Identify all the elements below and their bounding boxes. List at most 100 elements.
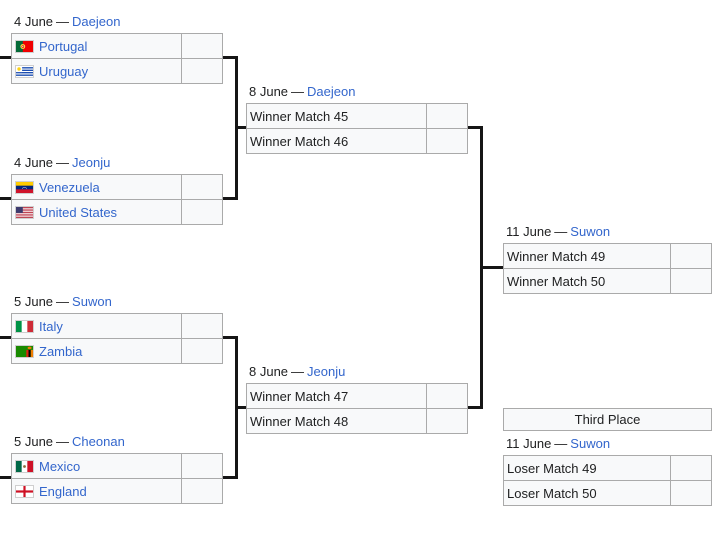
score-cell: [181, 338, 223, 364]
venue-link-suwon[interactable]: Suwon: [570, 224, 611, 239]
connector-line: [0, 336, 11, 339]
team-row: Venezuela: [11, 174, 223, 200]
score-cell: [670, 268, 712, 294]
venue-link-jeonju[interactable]: Jeonju: [72, 155, 111, 170]
connector-line: [0, 476, 11, 479]
connector-line: [235, 406, 246, 409]
match-date: 8 June: [249, 84, 289, 99]
date-venue-separator: —: [554, 224, 568, 239]
team-row: Winner Match 46: [246, 128, 468, 154]
venue-link-cheonan[interactable]: Cheonan: [72, 434, 125, 449]
placeholder-team: Winner Match 50: [507, 273, 606, 289]
placeholder-team: Winner Match 49: [507, 248, 606, 264]
team-link-venezuela[interactable]: Venezuela: [39, 179, 100, 195]
team-cell: England: [11, 478, 182, 504]
team-row: England: [11, 478, 223, 504]
match-date: 8 June: [249, 364, 289, 379]
connector-line: [480, 266, 503, 269]
team-cell: Uruguay: [11, 58, 182, 84]
connector-line: [223, 476, 238, 479]
team-cell: Winner Match 47: [246, 383, 427, 409]
zambia-flag-icon: [16, 345, 33, 357]
team-row: Italy: [11, 313, 223, 339]
team-row: Winner Match 49: [503, 243, 712, 269]
team-row: Loser Match 50: [503, 480, 712, 506]
date-venue-separator: —: [56, 14, 70, 29]
match-date-venue: 11 June—Suwon: [503, 224, 712, 243]
team-link-zambia[interactable]: Zambia: [39, 343, 83, 359]
score-cell: [181, 174, 223, 200]
match-date-venue: 8 June—Daejeon: [246, 84, 468, 103]
team-row: Uruguay: [11, 58, 223, 84]
score-cell: [426, 103, 468, 129]
match-quarterfinal-1: 4 June—Daejeon Portugal Uruguay: [11, 14, 223, 84]
match-semifinal-2: 8 June—Jeonju Winner Match 47 Winner Mat…: [246, 364, 468, 434]
connector-line: [223, 197, 238, 200]
match-semifinal-1: 8 June—Daejeon Winner Match 45 Winner Ma…: [246, 84, 468, 154]
team-link-portugal[interactable]: Portugal: [39, 38, 88, 54]
connector-line: [223, 56, 238, 59]
match-table: Mexico England: [11, 453, 223, 504]
venue-link-suwon[interactable]: Suwon: [72, 294, 112, 309]
team-link-mexico[interactable]: Mexico: [39, 458, 81, 474]
team-row: Portugal: [11, 33, 223, 59]
team-link-england[interactable]: England: [39, 483, 87, 499]
match-date: 5 June: [14, 294, 54, 309]
match-date-venue: 11 June—Suwon: [503, 436, 712, 455]
score-cell: [181, 478, 223, 504]
score-cell: [181, 199, 223, 225]
team-link-united-states[interactable]: United States: [39, 204, 118, 220]
team-cell: Winner Match 48: [246, 408, 427, 434]
team-cell: Winner Match 45: [246, 103, 427, 129]
match-final: 11 June—Suwon Winner Match 49 Winner Mat…: [503, 224, 712, 294]
team-row: United States: [11, 199, 223, 225]
match-table: Winner Match 47 Winner Match 48: [246, 383, 468, 434]
date-venue-separator: —: [56, 434, 70, 449]
team-row: Winner Match 45: [246, 103, 468, 129]
score-cell: [670, 243, 712, 269]
match-table: Italy Zambia: [11, 313, 223, 364]
mexico-flag-icon: [16, 460, 33, 472]
team-cell: Loser Match 50: [503, 480, 671, 506]
date-venue-separator: —: [291, 364, 305, 379]
team-link-italy[interactable]: Italy: [39, 318, 63, 334]
match-table: Venezuela United States: [11, 174, 223, 225]
placeholder-team: Winner Match 46: [250, 133, 349, 149]
match-table: Winner Match 45 Winner Match 46: [246, 103, 468, 154]
match-third-place: 11 June—Suwon Loser Match 49 Loser Match…: [503, 436, 712, 506]
date-venue-separator: —: [291, 84, 305, 99]
connector-line: [0, 56, 11, 59]
match-date: 11 June: [506, 224, 552, 239]
match-quarterfinal-3: 5 June—Suwon Italy Zambia: [11, 294, 223, 364]
match-date-venue: 5 June—Suwon: [11, 294, 223, 313]
match-date-venue: 8 June—Jeonju: [246, 364, 468, 383]
placeholder-team: Winner Match 45: [250, 108, 349, 124]
match-table: Winner Match 49 Winner Match 50: [503, 243, 712, 294]
team-cell: Mexico: [11, 453, 182, 479]
venue-link-jeonju[interactable]: Jeonju: [307, 364, 346, 379]
match-date: 4 June: [14, 155, 54, 170]
team-cell: United States: [11, 199, 182, 225]
match-table: Loser Match 49 Loser Match 50: [503, 455, 712, 506]
score-cell: [181, 33, 223, 59]
connector-line: [235, 126, 246, 129]
team-row: Winner Match 50: [503, 268, 712, 294]
venue-link-suwon[interactable]: Suwon: [570, 436, 611, 451]
match-date-venue: 5 June—Cheonan: [11, 434, 223, 453]
team-row: Winner Match 47: [246, 383, 468, 409]
match-date-venue: 4 June—Jeonju: [11, 155, 223, 174]
team-cell: Venezuela: [11, 174, 182, 200]
team-cell: Winner Match 49: [503, 243, 671, 269]
placeholder-team: Winner Match 48: [250, 413, 349, 429]
score-cell: [181, 313, 223, 339]
venue-link-daejeon[interactable]: Daejeon: [307, 84, 356, 99]
score-cell: [426, 383, 468, 409]
connector-line: [0, 197, 11, 200]
team-row: Mexico: [11, 453, 223, 479]
venue-link-daejeon[interactable]: Daejeon: [72, 14, 121, 29]
match-quarterfinal-2: 4 June—Jeonju Venezuela United States: [11, 155, 223, 225]
italy-flag-icon: [16, 320, 33, 332]
team-link-uruguay[interactable]: Uruguay: [39, 63, 89, 79]
match-date: 4 June: [14, 14, 54, 29]
